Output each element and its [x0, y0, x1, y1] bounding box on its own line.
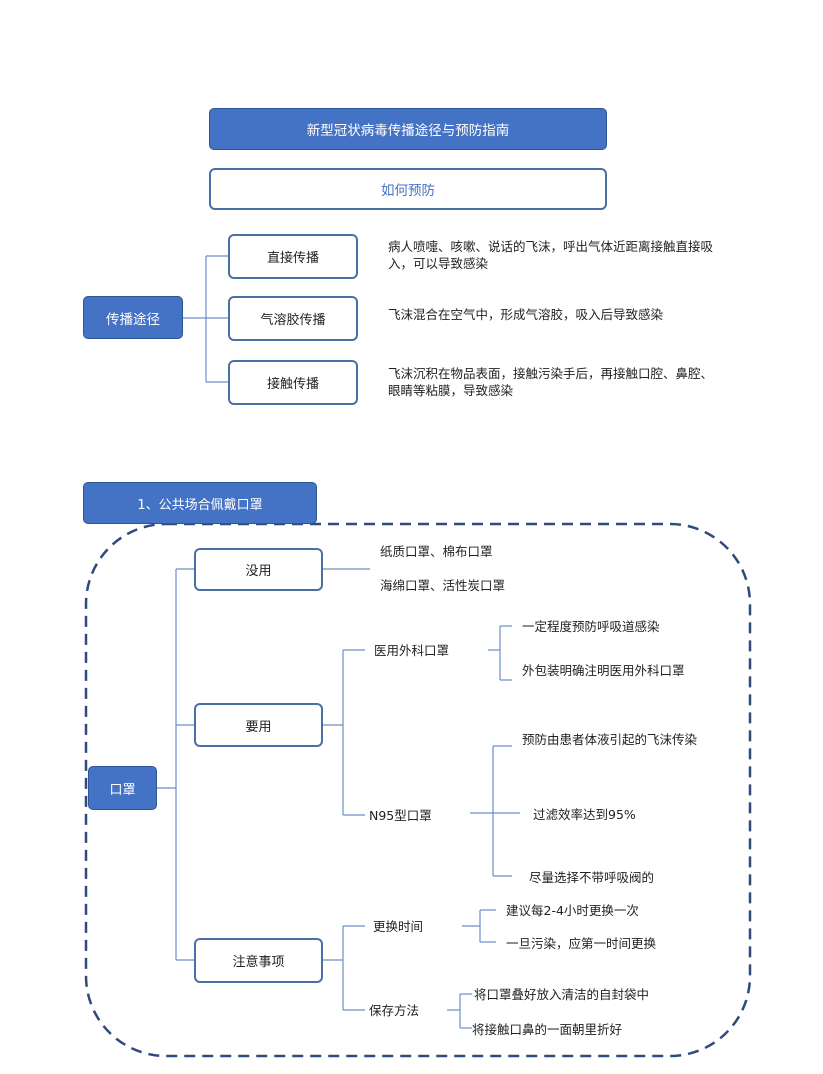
surgical-item: 外包装明确注明医用外科口罩: [522, 663, 685, 678]
mask-root: 口罩: [88, 766, 157, 810]
direct-desc: 病人喷嚏、咳嗽、说话的飞沫，呼出气体近距离接触直接吸入，可以导致感染: [388, 239, 714, 271]
page-title: 新型冠状病毒传播途径与预防指南: [209, 108, 607, 150]
transmission-root: 传播途径: [83, 296, 183, 339]
useless-item: 纸质口罩、棉布口罩: [380, 544, 493, 559]
transmission-contact: 接触传播: [228, 360, 358, 405]
section1-title: 1、公共场合佩戴口罩: [83, 482, 317, 524]
n95-item: 过滤效率达到95%: [533, 807, 636, 822]
transmission-aerosol: 气溶胶传播: [228, 296, 358, 341]
notes-box: 注意事项: [194, 938, 323, 983]
contact-desc: 飞沫沉积在物品表面，接触污染手后，再接触口腔、鼻腔、眼睛等粘膜，导致感染: [388, 366, 714, 398]
useful-box: 要用: [194, 703, 323, 747]
useless-box: 没用: [194, 548, 323, 591]
surgical-mask-label: 医用外科口罩: [374, 643, 450, 658]
subtitle-box: 如何预防: [209, 168, 607, 210]
surgical-item: 一定程度预防呼吸道感染: [522, 619, 660, 634]
n95-item: 尽量选择不带呼吸阀的: [529, 870, 655, 885]
n95-mask-label: N95型口罩: [369, 808, 432, 823]
replace-item: 建议每2-4小时更换一次: [506, 903, 639, 918]
storage-item: 将口罩叠好放入清洁的自封袋中: [474, 987, 650, 1002]
storage-label: 保存方法: [369, 1003, 420, 1018]
storage-item: 将接触口鼻的一面朝里折好: [472, 1022, 623, 1037]
aerosol-desc: 飞沫混合在空气中，形成气溶胶，吸入后导致感染: [388, 307, 664, 322]
useless-item: 海绵口罩、活性炭口罩: [380, 578, 506, 593]
replace-time-label: 更换时间: [373, 919, 424, 934]
replace-item: 一旦污染，应第一时间更换: [506, 936, 657, 951]
transmission-direct: 直接传播: [228, 234, 358, 279]
n95-item: 预防由患者体液引起的飞沫传染: [522, 732, 698, 747]
